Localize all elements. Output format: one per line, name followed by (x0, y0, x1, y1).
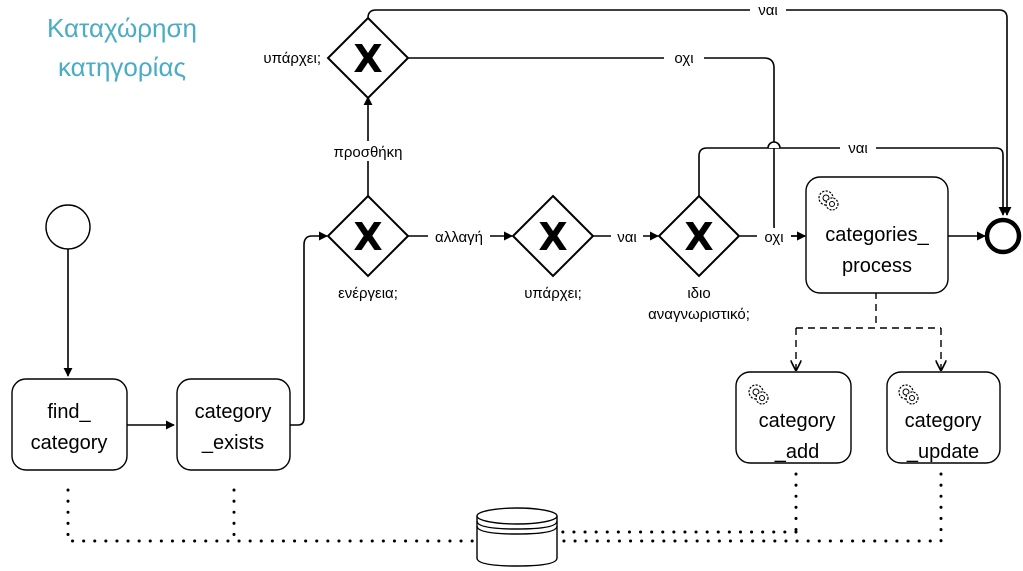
task-find-category-line1: find_ (47, 401, 91, 423)
flow-label-oxi-top: οχι (674, 50, 693, 67)
flow-label-prosthiki: προσθήκη (333, 144, 402, 161)
task-categories-process-line2: process (842, 255, 912, 277)
gateway-energeia: X (326, 194, 410, 278)
flow-yparxei-nai-end (367, 9, 1012, 216)
task-categories-process-line1: categories_ (825, 224, 929, 246)
start-event (45, 204, 91, 250)
flow-label-nai-top: ναι (758, 2, 778, 19)
gateway-yparxei-add: X (326, 16, 410, 100)
task-categories-process: categories_ process (805, 176, 949, 294)
data-link-add-update (558, 472, 943, 543)
task-category-add-line2: _add (774, 441, 820, 463)
gateway-idio-id-symbol: X (684, 215, 713, 259)
flow-exists-energeia (290, 231, 328, 426)
flow-label-allagi: αλλαγή (435, 229, 483, 246)
flow-label-nai-mid: ναι (848, 140, 868, 157)
task-category-add-line1: category (759, 410, 836, 432)
gear-icon (818, 190, 839, 211)
gateway-energeia-symbol: X (353, 215, 382, 259)
flow-label-nai-change: ναι (617, 229, 637, 246)
task-find-category-line2: category (31, 432, 108, 454)
gateway-yparxei-add-symbol: X (353, 37, 382, 81)
line-jump (767, 141, 781, 149)
gear-icon (748, 384, 769, 405)
gateway-yparxei-change-symbol: X (538, 215, 567, 259)
gateway-energeia-label: ενέργεια; (338, 285, 398, 302)
data-link-find (66, 488, 482, 543)
task-category-exists-line2: _exists (201, 432, 264, 454)
task-category-add: category _add (735, 371, 852, 464)
diagram-title-line1: Καταχώρηση (47, 13, 197, 43)
gear-icon (898, 384, 919, 405)
end-event (984, 217, 1022, 255)
gateway-yparxei-add-label: υπάρχει; (263, 50, 321, 67)
flow-yparxei-oxi-process (408, 57, 806, 241)
task-category-update-line2: _update (906, 441, 979, 463)
diagram-title-line2: κατηγορίας (58, 52, 186, 82)
database-icon (476, 507, 558, 567)
gateway-idio-id: X (657, 194, 741, 278)
task-category-exists-line1: category (195, 401, 272, 423)
gateway-yparxei-change: X (511, 194, 595, 278)
gateway-yparxei-change-label: υπάρχει; (524, 285, 582, 302)
gateway-idio-id-label-line2: αναγνωριστικό; (648, 306, 750, 323)
task-find-category: find_ category (11, 378, 128, 471)
task-category-exists: category _exists (176, 378, 291, 471)
flow-label-oxi-change: οχι (764, 229, 783, 246)
gateway-idio-id-label-line1: ιδιο (687, 285, 710, 302)
task-category-update: category _update (886, 371, 1001, 464)
task-category-update-line1: category (905, 410, 982, 432)
